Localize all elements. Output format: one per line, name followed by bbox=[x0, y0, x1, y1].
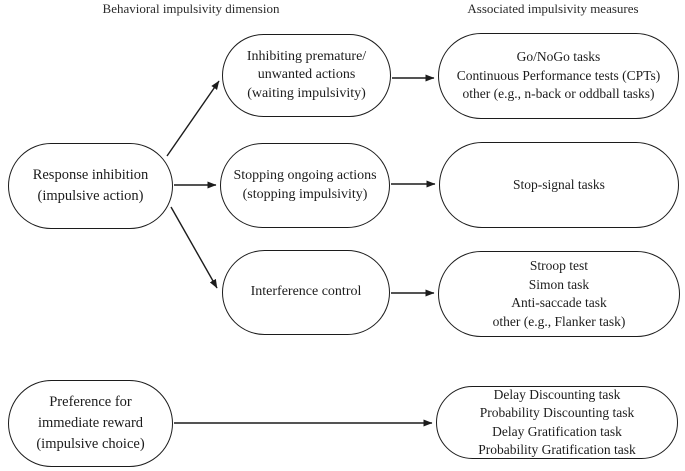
node-response-inhibition: Response inhibition (impulsive action) bbox=[8, 143, 173, 229]
node-go-nogo-tasks: Go/NoGo tasks Continuous Performance tes… bbox=[438, 33, 679, 119]
node-preference-immediate-reward: Preference for immediate reward (impulsi… bbox=[8, 380, 173, 467]
column-header-behavioral-dimension: Behavioral impulsivity dimension bbox=[102, 1, 280, 16]
node-stroop-tasks-label: Stroop test Simon task Anti-saccade task… bbox=[492, 258, 626, 329]
node-stroop-tasks: Stroop test Simon task Anti-saccade task… bbox=[438, 251, 680, 337]
node-delay-discounting-tasks: Delay Discounting task Probability Disco… bbox=[436, 386, 678, 459]
column-header-associated-measures: Associated impulsivity measures bbox=[467, 1, 639, 16]
node-inhibiting-premature-label: Inhibiting premature/ unwanted actions (… bbox=[246, 48, 367, 101]
node-interference-control: Interference control bbox=[222, 250, 390, 335]
node-stop-signal-tasks: Stop-signal tasks bbox=[439, 142, 679, 228]
node-stopping-ongoing: Stopping ongoing actions (stopping impul… bbox=[220, 143, 390, 228]
node-stopping-ongoing-label: Stopping ongoing actions (stopping impul… bbox=[233, 168, 377, 202]
node-response-inhibition-label: Response inhibition (impulsive action) bbox=[32, 167, 149, 204]
node-interference-control-label: Interference control bbox=[250, 284, 362, 300]
node-preference-immediate-reward-label: Preference for immediate reward (impulsi… bbox=[36, 394, 145, 452]
node-inhibiting-premature: Inhibiting premature/ unwanted actions (… bbox=[222, 34, 391, 117]
node-delay-discounting-tasks-label: Delay Discounting task Probability Disco… bbox=[478, 386, 636, 458]
node-go-nogo-tasks-label: Go/NoGo tasks Continuous Performance tes… bbox=[456, 49, 661, 102]
arrow-response-to-inhibiting bbox=[166, 80, 220, 157]
node-stop-signal-tasks-label: Stop-signal tasks bbox=[513, 176, 605, 192]
arrow-response-to-interference bbox=[170, 206, 218, 289]
